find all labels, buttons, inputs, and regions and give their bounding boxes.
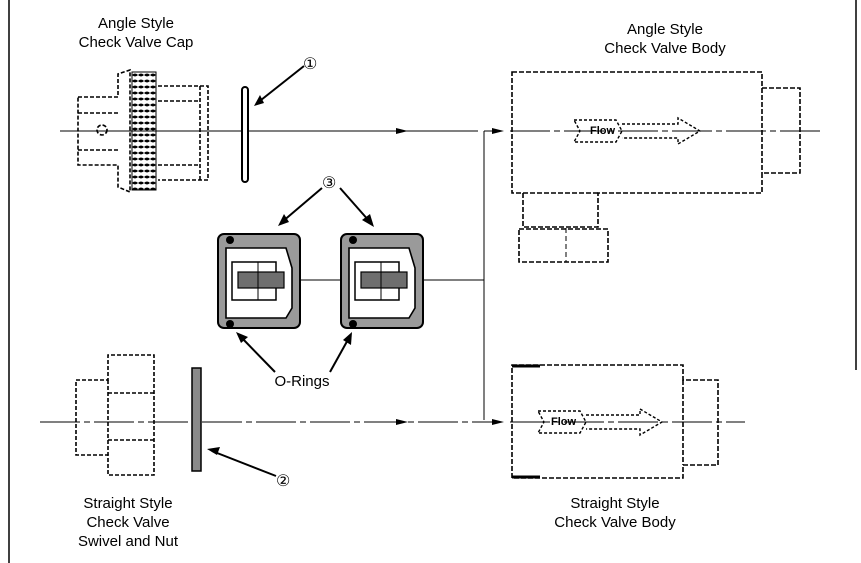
cartridge-left — [217, 233, 301, 329]
oring-1 — [241, 86, 249, 183]
label-angle-body: Angle Style Check Valve Body — [604, 21, 726, 57]
label-o-rings: O-Rings — [274, 373, 330, 390]
label-straight-body: Straight Style Check Valve Body — [554, 495, 676, 531]
straight-swivel-part — [75, 354, 155, 476]
callout-1: ① — [303, 54, 318, 73]
callout-1-leader — [255, 65, 305, 105]
flow-label-top: Flow — [590, 125, 616, 137]
flow-label-bottom: Flow — [551, 416, 577, 428]
cartridge-right — [340, 233, 424, 329]
label-straight-swivel: Straight Style Check Valve Swivel and Nu… — [77, 495, 179, 550]
oring-2 — [191, 367, 202, 472]
angle-cap-part — [77, 68, 209, 194]
angle-body-part — [511, 71, 801, 263]
callout-3: ③ — [322, 173, 337, 192]
flow-arrow-bottom — [536, 407, 664, 437]
arrow-top-1 — [396, 128, 408, 134]
arrow-top-2 — [492, 128, 504, 134]
label-angle-cap: Angle Style Check Valve Cap — [78, 15, 194, 51]
callout-2: ② — [276, 471, 291, 490]
flow-arrow-top — [572, 116, 702, 146]
